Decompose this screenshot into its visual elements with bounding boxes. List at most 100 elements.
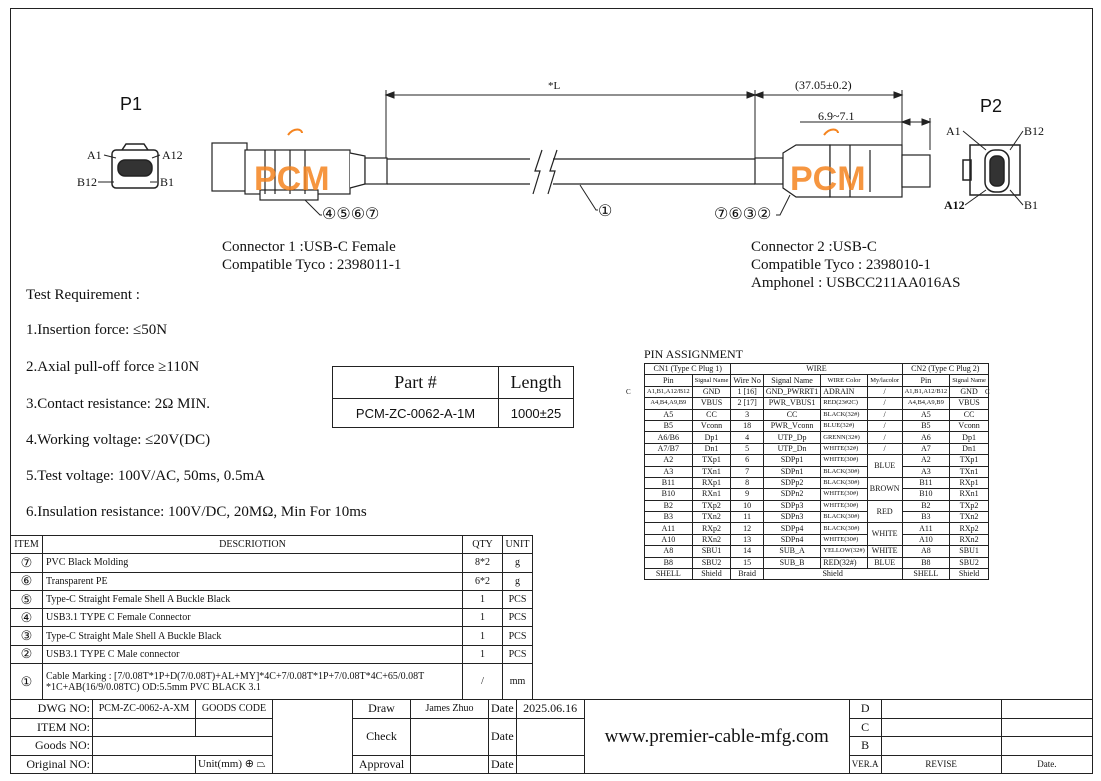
bom-cell: Type-C Straight Female Shell A Buckle Bl… (42, 589, 463, 610)
pin-cell: WHITE(30#) (820, 488, 868, 501)
length-header: Length (498, 366, 574, 399)
pin-cell: CC (691, 408, 732, 421)
pin-cell: B3 (901, 511, 951, 524)
callout-cable: ① (598, 203, 613, 220)
pin-cell: WHITE(30#) (820, 499, 868, 513)
pin-cell: 15 (730, 556, 764, 570)
pin-cell: SBU1 (949, 545, 989, 558)
dimension-lines (304, 90, 932, 216)
pin-cell: A8 (644, 545, 693, 558)
pin-cell: A11 (644, 522, 693, 535)
pin-col-header: Pin (644, 374, 693, 387)
pin-cell: A5 (644, 408, 693, 421)
pin-cell: A2 (644, 454, 693, 467)
pin-cell: SUB_A (762, 545, 822, 558)
version-d: D (848, 699, 882, 719)
goods-no-label: Goods NO: (10, 736, 93, 756)
pin-cell: B5 (901, 419, 951, 433)
test-title: Test Requirement : (26, 287, 140, 303)
callout-left: ④⑤⑥⑦ (322, 206, 380, 223)
pin-cell: BLUE (866, 556, 903, 570)
pin-cell: PWR_VBUS1 (762, 397, 822, 410)
pin-cell: 6 (730, 454, 764, 467)
pin-cell: TXn1 (691, 465, 732, 478)
goods-code-value (195, 717, 273, 737)
pin-cell: B5 (644, 419, 693, 433)
connector1-tyco: Compatible Tyco : 2398011-1 (222, 257, 402, 273)
p2-pin-a1: A1 (946, 124, 961, 138)
dim-overall: (37.05±0.2) (795, 78, 852, 92)
pin-cell: / (866, 442, 903, 456)
shell-cell: SHELL (901, 568, 951, 581)
pin-cell: GRENN(32#) (820, 431, 868, 444)
date-label: Date (488, 754, 517, 774)
pin-col-header: Signal Name (691, 374, 732, 387)
pin-cell: RXn2 (691, 533, 732, 547)
pin-cell: Dp1 (949, 431, 989, 444)
pin-cell: RED(23#2C) (820, 397, 868, 410)
dwg-label: DWG NO: (10, 699, 93, 719)
pin-cell: RXp2 (949, 522, 989, 535)
pin-cell: 1 [16] (730, 385, 764, 399)
pin-cell: SBU2 (691, 556, 732, 570)
pin-cell: A10 (644, 533, 693, 547)
pin-cell: GND (949, 385, 989, 399)
pin-title: PIN ASSIGNMENT (644, 347, 744, 361)
pin-cell: SDPn1 (762, 465, 822, 478)
p2-pin-b12: B12 (1024, 124, 1045, 138)
pcm-logo-right: PCM (790, 160, 866, 198)
pin-cell: BLACK(30#) (820, 465, 868, 478)
bom-cell: 6*2 (462, 571, 503, 591)
pin-cell: RXp2 (691, 522, 732, 535)
bom-cell: USB3.1 TYPE C Male connector (42, 644, 463, 665)
original-no-label: Original NO: (10, 754, 93, 774)
pin-cell: 7 (730, 465, 764, 478)
pin-cell: A11 (901, 522, 951, 535)
draw-label: Draw (352, 699, 411, 719)
goods-code-label: GOODS CODE (195, 699, 273, 719)
pin-col-header: Signal Name (762, 374, 822, 387)
p1-pin-a1: A1 (87, 148, 102, 162)
bom-cell: USB3.1 TYPE C Female Connector (42, 608, 463, 628)
pin-cell: B8 (644, 556, 693, 570)
test-item: 3.Contact resistance: 2Ω MIN. (26, 396, 211, 412)
pin-cell: 12 (730, 522, 764, 535)
goods-no-value (92, 736, 273, 756)
pin-cell: BLACK(32#) (820, 408, 868, 421)
pin-cell: SUB_B (762, 556, 822, 570)
pin-cell: Dp1 (691, 431, 732, 444)
rev-date-cell (1000, 699, 1094, 719)
pin-col-header: Wire No (730, 374, 764, 387)
bom-cell: 1 (462, 644, 503, 665)
bom-cell: mm (502, 663, 533, 701)
pin-cell: / (866, 397, 903, 410)
pin-cell: SDPn4 (762, 533, 822, 547)
revise-cell (880, 699, 1002, 719)
part-number: PCM-ZC-0062-A-1M (332, 398, 499, 428)
pin-cell: / (866, 385, 903, 399)
pin-cell: VBUS (949, 397, 989, 410)
pin-cell: CC (762, 408, 822, 421)
version-c: C (848, 717, 882, 737)
bom-item-number: ④ (10, 608, 43, 628)
pin-cell: ADRAIN (820, 385, 868, 399)
pin-cell: RED (866, 499, 903, 524)
pin-cell: Vconn (949, 419, 989, 433)
pin-cell: CC (949, 408, 989, 421)
pin-cell: GND_PWRRT1 (762, 385, 822, 399)
bom-cell: PCS (502, 589, 533, 610)
pin-cell: RXn1 (691, 488, 732, 501)
pin-cell: VBUS (691, 397, 732, 410)
connector2-amphenol: Amphonel : USBCC211AA016AS (751, 275, 961, 291)
pin-cell: PWR_Vconn (762, 419, 822, 433)
pin-cell: A10 (901, 533, 951, 547)
